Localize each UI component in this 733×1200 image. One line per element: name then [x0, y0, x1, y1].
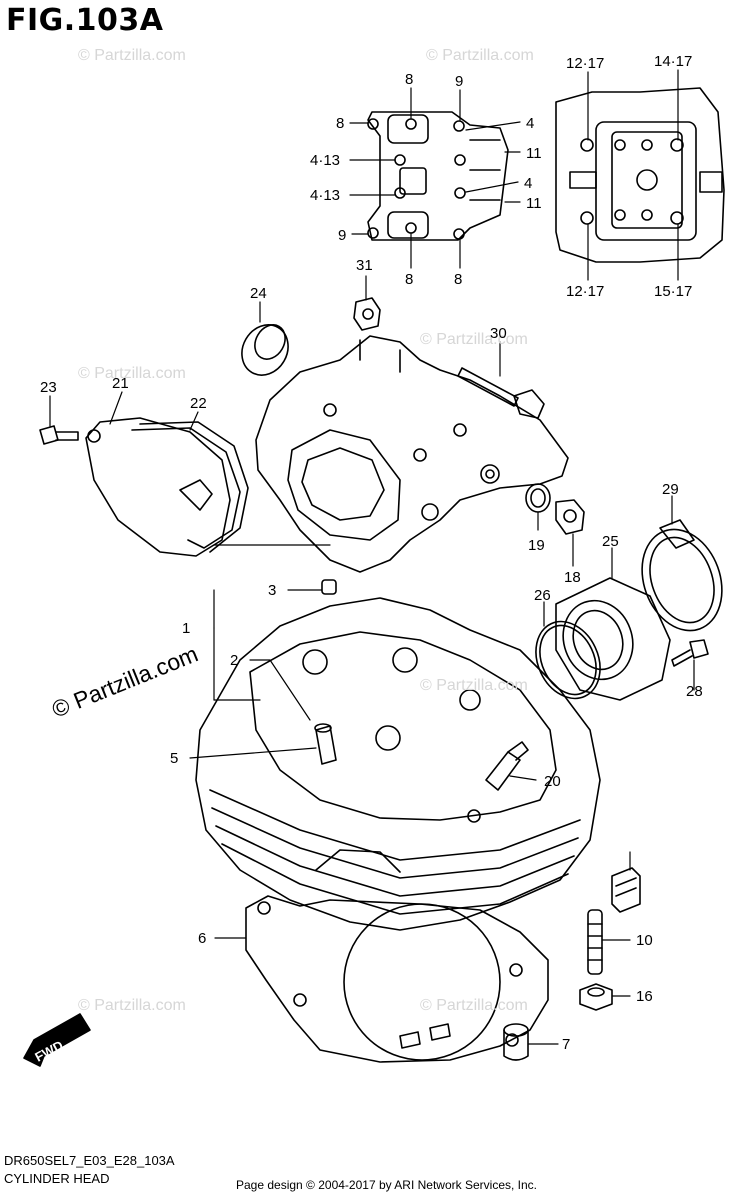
callout-10: 10 — [636, 932, 653, 949]
callout-11: 11 — [526, 145, 542, 162]
watermark: © Partzilla.com — [420, 677, 528, 694]
watermark: © Partzilla.com — [420, 997, 528, 1014]
watermark-large: © Partzilla.com — [48, 640, 201, 722]
fwd-arrow-icon — [23, 1013, 91, 1067]
callout-24: 24 — [250, 285, 267, 302]
callout-4: 4 — [526, 115, 534, 132]
callout-4: 4 — [524, 175, 532, 192]
callout-25: 25 — [602, 533, 619, 550]
callout-14-17: 14·17 — [654, 53, 692, 70]
callout-26: 26 — [534, 587, 551, 604]
clamp-part-28 — [641, 519, 723, 632]
callout-8: 8 — [454, 271, 462, 288]
callout-labels: 8 9 8 4 4·13 11 4·13 4 11 9 8 8 12·17 14… — [40, 53, 703, 1053]
callout-8: 8 — [336, 115, 344, 132]
figure-title: FIG.103A — [6, 3, 164, 38]
callout-9: 9 — [455, 73, 463, 90]
callout-12-17: 12·17 — [566, 283, 604, 300]
o-ring-part-26 — [535, 620, 601, 700]
cylinder-head-cover — [255, 335, 569, 573]
callout-8: 8 — [405, 71, 413, 88]
plug-part-18 — [555, 499, 585, 535]
diagram-name: CYLINDER HEAD — [4, 1171, 110, 1186]
watermarks: © Partzilla.com © Partzilla.com © Partzi… — [32, 47, 533, 1065]
seal-part-24 — [241, 324, 289, 376]
callout-5: 5 — [170, 750, 178, 767]
callout-16: 16 — [636, 988, 653, 1005]
cylinder-head-part-1 — [195, 597, 601, 931]
diagram-code: DR650SEL7_E03_E28_103A — [4, 1153, 175, 1168]
gasket-part-22 — [131, 421, 249, 553]
watermark: © Partzilla.com — [78, 365, 186, 382]
bolt-part-30 — [353, 297, 381, 331]
intake-pipe-part-25 — [555, 577, 671, 701]
gasket-part-19 — [525, 483, 551, 513]
bolt-part-27 — [671, 639, 709, 667]
callout-19: 19 — [528, 537, 545, 554]
callout-8: 8 — [405, 271, 413, 288]
callout-30: 31 — [356, 257, 373, 274]
callout-20: 20 — [544, 773, 561, 790]
callout-4-13: 4·13 — [310, 187, 340, 204]
callout-28: 29 — [662, 481, 679, 498]
watermark: © Partzilla.com — [78, 997, 186, 1014]
callout-1: 1 — [182, 620, 190, 637]
callout-12-17: 12·17 — [566, 55, 604, 72]
head-cover-top-view — [367, 111, 509, 241]
watermark: © Partzilla.com — [78, 47, 186, 64]
callout-2: 2 — [230, 652, 238, 669]
callout-9: 9 — [338, 227, 346, 244]
cylinder-head-top-view — [555, 87, 725, 263]
spark-plug-part-20 — [467, 741, 529, 823]
callout-3: 3 — [268, 582, 276, 599]
callout-21: 21 — [112, 375, 129, 392]
callout-23: 23 — [40, 379, 57, 396]
bolt-part-29 — [457, 367, 545, 419]
head-gasket-part-6 — [245, 895, 549, 1063]
stud-bolt-part-10 — [587, 909, 603, 975]
watermark: © Partzilla.com — [426, 47, 534, 64]
spacer-part-31 — [611, 867, 641, 913]
callout-27: 28 — [686, 683, 703, 700]
callout-6: 6 — [198, 930, 206, 947]
watermark: © Partzilla.com — [420, 331, 528, 348]
valve-guide-part-5 — [314, 723, 337, 765]
dowel-part-3 — [321, 579, 337, 595]
callout-18: 18 — [564, 569, 581, 586]
callout-29: 30 — [490, 325, 507, 342]
leader-lines — [49, 69, 695, 1045]
callout-4-13: 4·13 — [310, 152, 340, 169]
callout-7: 7 — [562, 1036, 570, 1053]
dowel-pin-part-7 — [503, 1023, 529, 1061]
callout-22: 22 — [190, 395, 207, 412]
bolt-part-23 — [39, 425, 79, 445]
nut-part-16 — [579, 983, 613, 1011]
callout-15-17: 15·17 — [654, 283, 692, 300]
page-credit: Page design © 2004-2017 by ARI Network S… — [236, 1178, 538, 1192]
side-cover-part-21 — [85, 417, 231, 557]
callout-11: 11 — [526, 195, 542, 212]
